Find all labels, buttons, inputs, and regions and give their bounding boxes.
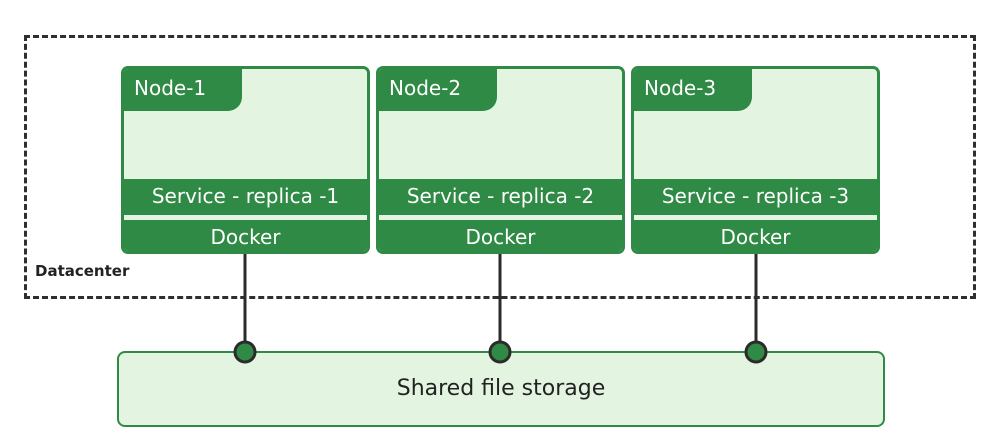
node-2-service: Service - replica -2 — [379, 179, 622, 215]
node-1-title: Node-1 — [124, 69, 242, 111]
node-3-docker: Docker — [634, 220, 877, 251]
node-3: Node-3 Service - replica -3 Docker — [631, 66, 880, 254]
node-2-divider — [379, 215, 622, 220]
node-1-docker: Docker — [124, 220, 367, 251]
node-1: Node-1 Service - replica -1 Docker — [121, 66, 370, 254]
node-2-docker: Docker — [379, 220, 622, 251]
node-3-service: Service - replica -3 — [634, 179, 877, 215]
node-3-divider — [634, 215, 877, 220]
connector-dot-node-1 — [233, 340, 257, 364]
node-3-title: Node-3 — [634, 69, 752, 111]
node-2: Node-2 Service - replica -2 Docker — [376, 66, 625, 254]
node-2-title: Node-2 — [379, 69, 497, 111]
datacenter-label: Datacenter — [35, 262, 130, 280]
node-1-divider — [124, 215, 367, 220]
connector-dot-node-3 — [744, 340, 768, 364]
connector-dot-node-2 — [488, 340, 512, 364]
node-1-service: Service - replica -1 — [124, 179, 367, 215]
